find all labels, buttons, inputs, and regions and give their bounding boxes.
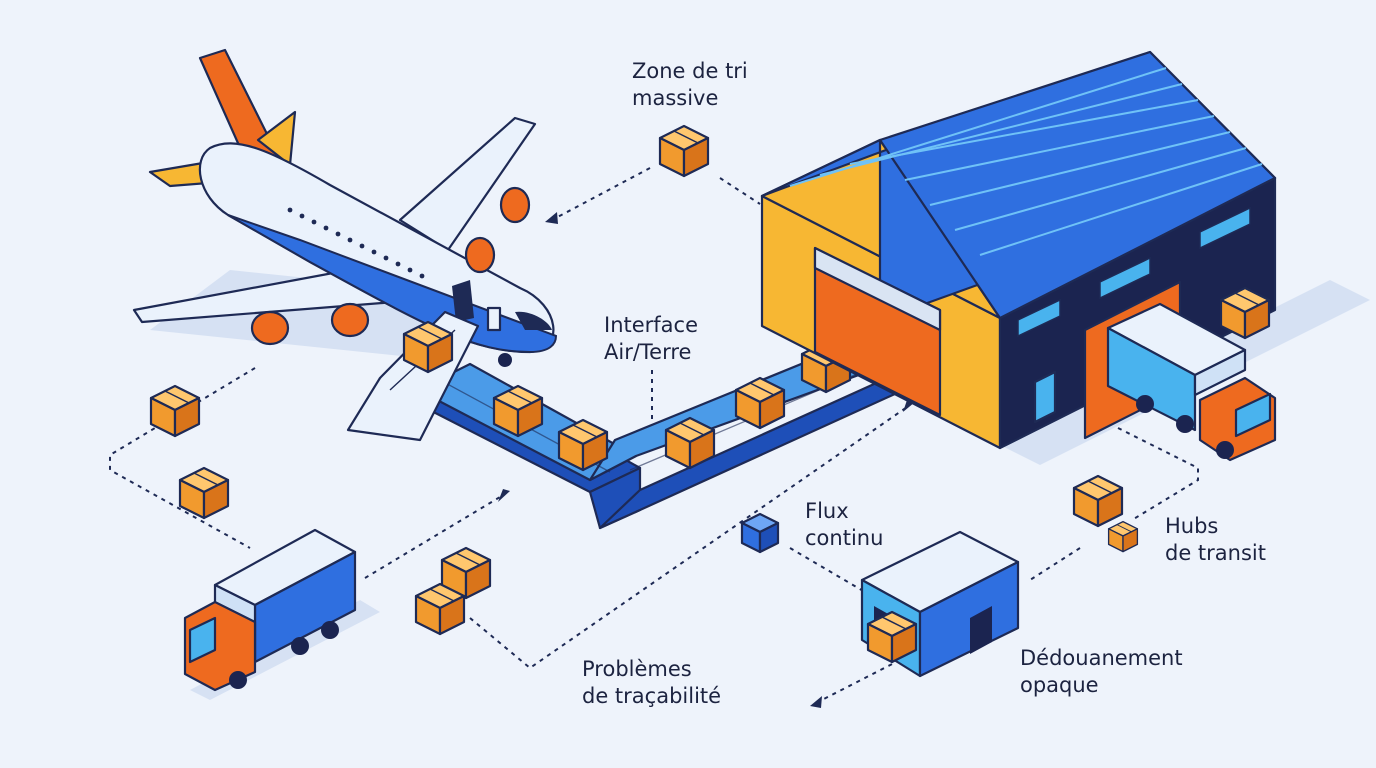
truck-icon [1106,302,1277,462]
truck-icon [183,528,357,692]
parcel-icon [740,512,780,554]
customs-building-icon [860,530,1020,678]
parcel-icon [1107,520,1139,553]
airplane-icon [132,48,558,442]
